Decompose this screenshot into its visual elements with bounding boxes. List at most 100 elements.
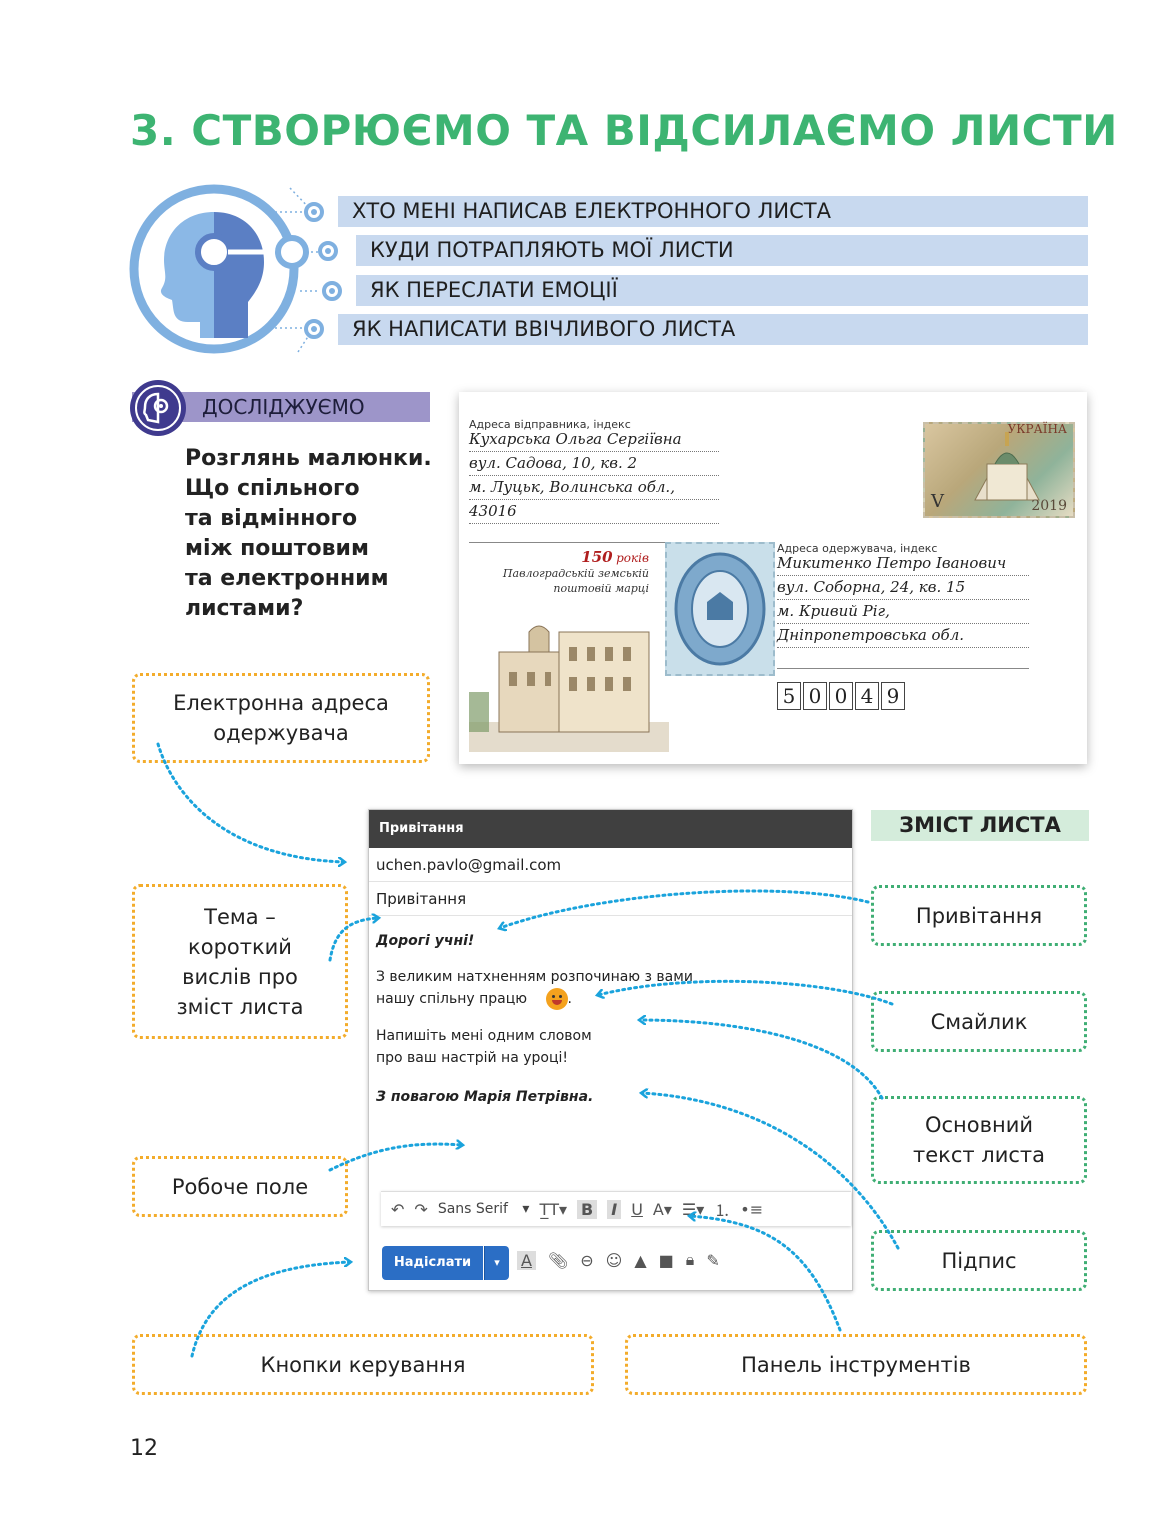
- page-title: 3. СТВОРЮЄМО ТА ВІДСИЛАЄМО ЛИСТИ: [130, 106, 1118, 155]
- research-head-icon: [130, 380, 186, 436]
- signature-pen-icon[interactable]: ✎: [706, 1250, 720, 1270]
- recipient-divider: [777, 668, 1029, 669]
- callout-greeting: Привітання: [871, 885, 1087, 946]
- callout-control-buttons: Кнопки керування: [132, 1334, 594, 1395]
- topic-item: КУДИ ПОТРАПЛЯЮТЬ МОЇ ЛИСТИ: [356, 235, 1088, 266]
- callout-line: зміст листа: [176, 994, 304, 1019]
- attach-file-icon[interactable]: 📎︎: [547, 1250, 569, 1270]
- font-size-icon[interactable]: T̲T▾: [539, 1199, 568, 1219]
- callout-toolbar: Панель інструментів: [625, 1334, 1087, 1395]
- recipient-label: Адреса одержувача, індекс: [777, 542, 938, 555]
- recipient-line: Микитенко Петро Іванович: [777, 552, 1029, 576]
- question-line: Розглянь малюнки.: [185, 446, 432, 471]
- question-line: Що спільного: [185, 476, 360, 501]
- callout-smiley: Смайлик: [871, 991, 1087, 1052]
- topic-item: ХТО МЕНІ НАПИСАВ ЕЛЕКТРОННОГО ЛИСТА: [338, 196, 1088, 227]
- question-line: між поштовим: [185, 536, 369, 561]
- email-compose-window: Привітання uchen.pavlo@gmail.com Привіта…: [368, 809, 853, 1291]
- callout-work-area: Робоче поле: [132, 1156, 348, 1217]
- subject-field[interactable]: Привітання: [369, 882, 852, 916]
- callout-line: одержувача: [213, 721, 349, 745]
- callout-line: Привітання: [915, 903, 1043, 928]
- zip-digit: 5: [777, 682, 801, 710]
- callout-line: Панель інструментів: [741, 1352, 971, 1377]
- page-number: 12: [130, 1436, 158, 1461]
- confidential-mode-icon[interactable]: 🔒︎: [685, 1250, 695, 1269]
- sender-line: Кухарська Ольга Сергіївна: [469, 428, 719, 452]
- send-button[interactable]: Надіслати: [382, 1246, 483, 1280]
- signature-text: З повагою Марія Петрівна.: [376, 1089, 594, 1105]
- bold-icon[interactable]: B: [577, 1199, 598, 1219]
- body-line: Напишіть мені одним словом: [376, 1028, 592, 1044]
- anniversary-caption: 150 років Павлоградській земській поштов…: [499, 550, 649, 596]
- insert-emoji-icon[interactable]: ☺: [605, 1250, 623, 1270]
- zip-digit: 9: [881, 682, 905, 710]
- insert-photo-icon[interactable]: ■: [658, 1250, 674, 1270]
- font-family-value: Sans Serif: [437, 1201, 508, 1217]
- drive-icon[interactable]: ▲: [634, 1250, 647, 1270]
- smiley-emoji-icon: [545, 988, 568, 1010]
- callout-line: короткий: [188, 934, 292, 959]
- section-label-text: ДОСЛІДЖУЄМО: [202, 395, 365, 419]
- stamp-year: 2019: [1031, 498, 1067, 514]
- undo-icon[interactable]: ↶: [391, 1199, 405, 1219]
- recipient-line: вул. Соборна, 24, кв. 15: [777, 576, 1029, 600]
- callout-line: Робоче поле: [171, 1174, 309, 1199]
- recipient-field[interactable]: uchen.pavlo@gmail.com: [369, 848, 852, 882]
- align-icon[interactable]: ☰▾: [681, 1199, 705, 1219]
- body-line: нашу спільну працю .: [376, 988, 693, 1010]
- head-gears-icon: [129, 184, 314, 354]
- postage-stamp: УКРАЇНА V 2019: [923, 422, 1075, 518]
- callout-main-text: Основний текст листа: [871, 1096, 1087, 1184]
- sender-line: вул. Садова, 10, кв. 2: [469, 452, 719, 476]
- question-line: та електронним: [185, 566, 389, 591]
- anniversary-line: Павлоградській земській: [502, 567, 649, 580]
- content-tag: ЗМІСТ ЛИСТА: [871, 810, 1089, 841]
- zip-digit: 4: [855, 682, 879, 710]
- callout-line: Кнопки керування: [260, 1352, 466, 1377]
- pavlohrad-building-image: [469, 602, 669, 752]
- numbered-list-icon[interactable]: ⒈: [714, 1201, 731, 1220]
- bulleted-list-icon[interactable]: •≡: [740, 1199, 764, 1219]
- anniversary-line: поштовій марці: [553, 582, 649, 595]
- insert-link-icon[interactable]: ⊖: [580, 1250, 594, 1270]
- callout-signature: Підпис: [871, 1230, 1087, 1291]
- compose-window-title: Привітання: [369, 810, 852, 848]
- topic-item: ЯК ПЕРЕСЛАТИ ЕМОЦІЇ: [356, 275, 1088, 306]
- italic-icon[interactable]: I: [607, 1199, 622, 1219]
- sender-line: 43016: [469, 500, 719, 524]
- callout-line: Тема –: [204, 904, 276, 929]
- underline-icon[interactable]: U: [631, 1199, 643, 1219]
- church-icon: [974, 432, 1040, 501]
- callout-line: вислів про: [182, 964, 298, 989]
- callout-line: Електронна адреса: [173, 691, 389, 715]
- topic-bullet-icon: [304, 202, 324, 222]
- formatting-options-icon[interactable]: A: [517, 1250, 536, 1270]
- zip-code-boxes: 5 0 0 4 9: [777, 682, 905, 710]
- body-line: про ваш настрій на уроці!: [376, 1050, 569, 1066]
- topic-bullet-icon: [322, 281, 342, 301]
- topic-connectors: [270, 211, 320, 329]
- zip-digit: 0: [803, 682, 827, 710]
- font-family-select[interactable]: Sans Serif ▾: [437, 1201, 530, 1217]
- send-options-dropdown[interactable]: ▾: [484, 1246, 509, 1280]
- sender-label: Адреса відправника, індекс: [469, 418, 631, 431]
- callout-subject: Тема – короткий вислів про зміст листа: [132, 884, 348, 1039]
- callout-recipient-address: Електронна адреса одержувача: [132, 673, 430, 763]
- research-question: Розглянь малюнки. Що спільного та відмін…: [185, 444, 445, 624]
- callout-line: текст листа: [912, 1143, 1045, 1167]
- topic-item: ЯК НАПИСАТИ ВВІЧЛИВОГО ЛИСТА: [338, 314, 1088, 345]
- topic-bullet-icon: [304, 319, 324, 339]
- greeting-text: Дорогі учні!: [376, 933, 475, 949]
- sender-line: м. Луцьк, Волинська обл.,: [469, 476, 719, 500]
- compose-action-icons: A 📎︎ ⊖ ☺ ▲ ■ 🔒︎ ✎: [517, 1250, 720, 1270]
- callout-line: Основний: [924, 1113, 1034, 1137]
- body-line: З великим натхненням розпочинаю з вами: [376, 969, 693, 985]
- zip-digit: 0: [829, 682, 853, 710]
- anniversary-word: років: [616, 551, 649, 565]
- text-color-icon[interactable]: A▾: [652, 1199, 672, 1219]
- body-paragraph-2: Напишіть мені одним словом про ваш настр…: [376, 1025, 592, 1069]
- redo-icon[interactable]: ↷: [414, 1199, 428, 1219]
- sender-divider: [469, 542, 719, 543]
- topic-bullet-icon: [318, 241, 338, 261]
